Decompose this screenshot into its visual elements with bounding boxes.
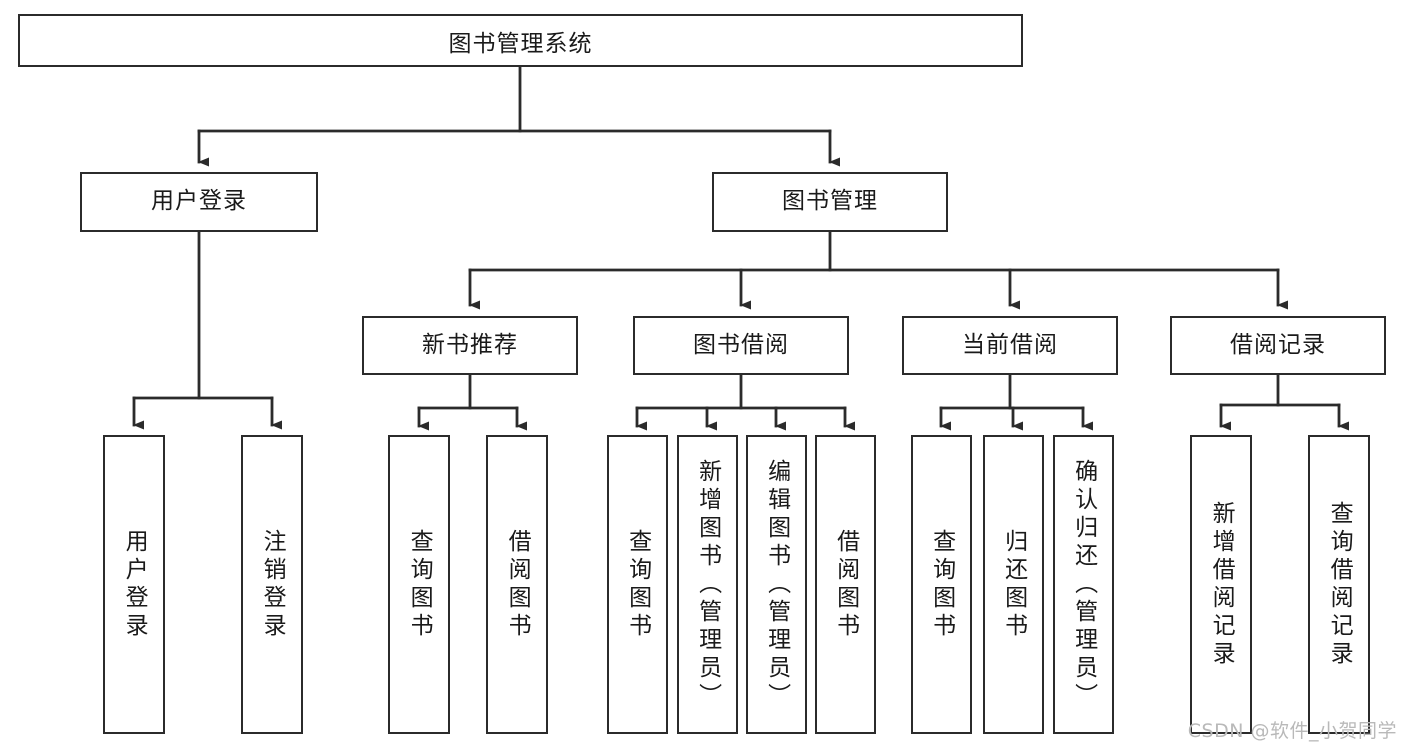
node-user-login-leaf[interactable]: 用户登录: [103, 435, 165, 734]
node-query-book-3[interactable]: 查询图书: [911, 435, 972, 734]
node-label: 新增图书（管理员）: [694, 458, 721, 711]
node-edit-book-admin[interactable]: 编辑图书（管理员）: [746, 435, 807, 734]
node-add-borrow-record[interactable]: 新增借阅记录: [1190, 435, 1252, 734]
node-user-login[interactable]: 用户登录: [80, 172, 318, 232]
node-label: 用户登录: [121, 528, 148, 641]
node-query-book-2[interactable]: 查询图书: [607, 435, 668, 734]
node-confirm-return-admin[interactable]: 确认归还（管理员）: [1053, 435, 1114, 734]
node-label: 查询图书: [624, 528, 651, 641]
node-label: 查询借阅记录: [1326, 500, 1353, 669]
node-label: 归还图书: [1000, 528, 1027, 641]
node-label: 借阅图书: [504, 528, 531, 641]
node-current-borrow[interactable]: 当前借阅: [902, 316, 1118, 375]
node-return-book[interactable]: 归还图书: [983, 435, 1044, 734]
node-book-borrow[interactable]: 图书借阅: [633, 316, 849, 375]
node-label: 注销登录: [259, 528, 286, 641]
node-label: 查询图书: [406, 528, 433, 641]
node-label: 借阅图书: [832, 528, 859, 641]
node-label: 编辑图书（管理员）: [763, 458, 790, 711]
node-label: 新增借阅记录: [1208, 500, 1235, 669]
node-book-management[interactable]: 图书管理: [712, 172, 948, 232]
node-new-book-recommend[interactable]: 新书推荐: [362, 316, 578, 375]
node-borrow-records[interactable]: 借阅记录: [1170, 316, 1386, 375]
node-label: 确认归还（管理员）: [1070, 458, 1097, 711]
node-query-borrow-record[interactable]: 查询借阅记录: [1308, 435, 1370, 734]
node-add-book-admin[interactable]: 新增图书（管理员）: [677, 435, 738, 734]
node-borrow-book-2[interactable]: 借阅图书: [815, 435, 876, 734]
node-label: 查询图书: [928, 528, 955, 641]
node-root-system[interactable]: 图书管理系统: [18, 14, 1023, 67]
csdn-watermark: CSDN @软件_小贺同学: [1187, 720, 1397, 742]
node-borrow-book-1[interactable]: 借阅图书: [486, 435, 548, 734]
node-user-logout-leaf[interactable]: 注销登录: [241, 435, 303, 734]
node-query-book-1[interactable]: 查询图书: [388, 435, 450, 734]
